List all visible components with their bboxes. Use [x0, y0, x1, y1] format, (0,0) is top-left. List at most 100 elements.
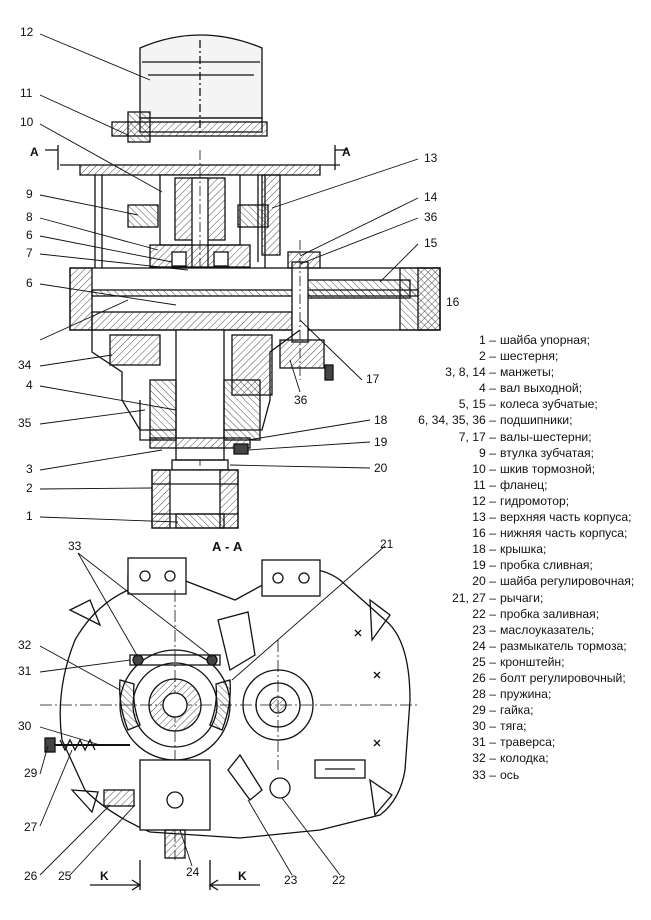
callout: 6 [26, 228, 33, 242]
legend-number: 1 – [479, 333, 496, 347]
callout: 8 [26, 210, 33, 224]
callout: 14 [424, 190, 438, 204]
callout: 26 [24, 869, 38, 883]
gear-17 [242, 669, 314, 741]
callout: 18 [374, 413, 388, 427]
callout: 33 [68, 539, 82, 553]
legend-row: 5, 15 – колеса зубчатые; [392, 396, 648, 412]
callout: 2 [26, 481, 33, 495]
callout: 21 [380, 537, 394, 551]
legend-number: 5, 15 – [458, 397, 496, 412]
callout: 9 [26, 187, 33, 201]
legend-number: 10 – [472, 461, 496, 476]
legend-row: 20 –шайба регулировочная; [392, 573, 648, 589]
callout: 15 [424, 236, 438, 250]
legend-description: траверса; [500, 735, 556, 750]
legend-description: манжеты; [500, 365, 555, 380]
legend-row: 3, 8, 14 – манжеты; [392, 364, 648, 380]
legend-description: маслоуказатель; [500, 622, 595, 637]
parts-legend: 1 – шайба упорная;2 –шестерня;3, 8, 14 – м… [392, 332, 648, 783]
legend-row: 28 –пружина; [392, 686, 648, 702]
callout: 19 [374, 435, 388, 449]
legend-row: 31 – траверса; [392, 734, 648, 750]
legend-row: 1 – шайба упорная; [392, 332, 648, 348]
legend-row: 22 –пробка заливная; [392, 606, 648, 622]
legend-row: 13 – верхняя часть корпуса; [392, 509, 648, 525]
legend-description: подшипники; [500, 413, 573, 428]
legend-description: валы-шестерни; [500, 429, 592, 444]
legend-number: 23 – [472, 622, 496, 637]
legend-row: 30 –тяга; [392, 718, 648, 734]
legend-number: 22 – [472, 606, 496, 621]
legend-description: нижняя часть корпуса; [500, 526, 628, 541]
legend-number: 12 – [472, 493, 496, 508]
leader-lines [39, 33, 419, 876]
callout: 4 [26, 378, 33, 392]
legend-number: 13 – [472, 510, 496, 525]
legend-description: кронштейн; [500, 654, 565, 669]
legend-description: болт регулировочный; [500, 670, 626, 685]
legend-row: 12 – гидромотор; [392, 493, 648, 509]
legend-description: колеса зубчатые; [500, 397, 598, 412]
legend-description: вал выходной; [500, 381, 583, 396]
legend-number: 29 – [472, 703, 496, 718]
legend-row: 16 – нижняя часть корпуса; [392, 525, 648, 541]
legend-number: 6, 34, 35, 36 – [418, 413, 496, 428]
callout: 30 [18, 719, 32, 733]
callout: 27 [24, 820, 38, 834]
legend-row: 11 –фланец; [392, 477, 648, 493]
callout: 6 [26, 276, 33, 290]
legend-description: пружина; [500, 687, 552, 702]
legend-row: 10 – шкив тормозной; [392, 461, 648, 477]
callout: 12 [20, 25, 34, 39]
gear-wheel-15 [299, 279, 411, 299]
legend-number: 16 – [472, 526, 496, 541]
callout: 36 [424, 210, 438, 224]
callout: 31 [18, 664, 32, 678]
legend-description: тяга; [500, 719, 527, 734]
legend-row: 33 –ось [392, 767, 648, 783]
callout: 24 [186, 865, 200, 879]
callout-labels: 12 11 10 A A 13 9 14 36 8 6 15 7 6 16 34… [18, 25, 460, 887]
callout: 7 [26, 246, 33, 260]
callout: 17 [366, 372, 380, 386]
legend-row: 21, 27 –рычаги; [392, 590, 648, 606]
callout: 36 [294, 393, 308, 407]
legend-row: 2 –шестерня; [392, 348, 648, 364]
legend-number: 31 – [472, 735, 496, 750]
callout: 20 [374, 461, 388, 475]
legend-row: 19 – пробка сливная; [392, 557, 648, 573]
legend-number: 3, 8, 14 – [445, 365, 496, 380]
callout: 34 [18, 358, 32, 372]
section-mark: A [30, 145, 39, 159]
legend-description: пробка сливная; [500, 558, 593, 573]
legend-number: 25 – [472, 654, 496, 669]
section-title: А - А [212, 539, 243, 554]
legend-description: гидромотор; [500, 493, 570, 508]
callout: 22 [332, 873, 346, 887]
legend-description: шайба упорная; [500, 333, 590, 347]
legend-number: 7, 17 – [458, 429, 496, 444]
callout: 25 [58, 869, 72, 883]
legend-description: шайба регулировочная; [500, 574, 635, 589]
legend-row: 32 –колодка; [392, 750, 648, 766]
legend-row: 7, 17 – валы-шестерни; [392, 429, 648, 445]
legend-description: ось [500, 767, 520, 782]
callout: 10 [20, 115, 34, 129]
legend-number: 32 – [472, 751, 496, 766]
callout: 16 [446, 295, 460, 309]
legend-description: шкив тормозной; [500, 461, 596, 476]
legend-description: верхняя часть корпуса; [500, 510, 632, 525]
dimension-mark: K [238, 869, 247, 883]
plan-view [40, 557, 420, 891]
section-mark: A [342, 145, 351, 159]
legend-description: рычаги; [500, 590, 544, 605]
legend-number: 24 – [472, 638, 496, 653]
legend-description: втулка зубчатая; [500, 445, 594, 460]
legend-description: крышка; [500, 542, 547, 557]
callout: 3 [26, 462, 33, 476]
legend-number: 19 – [472, 558, 496, 573]
flange [111, 121, 268, 137]
legend-number: 4 – [479, 381, 496, 396]
